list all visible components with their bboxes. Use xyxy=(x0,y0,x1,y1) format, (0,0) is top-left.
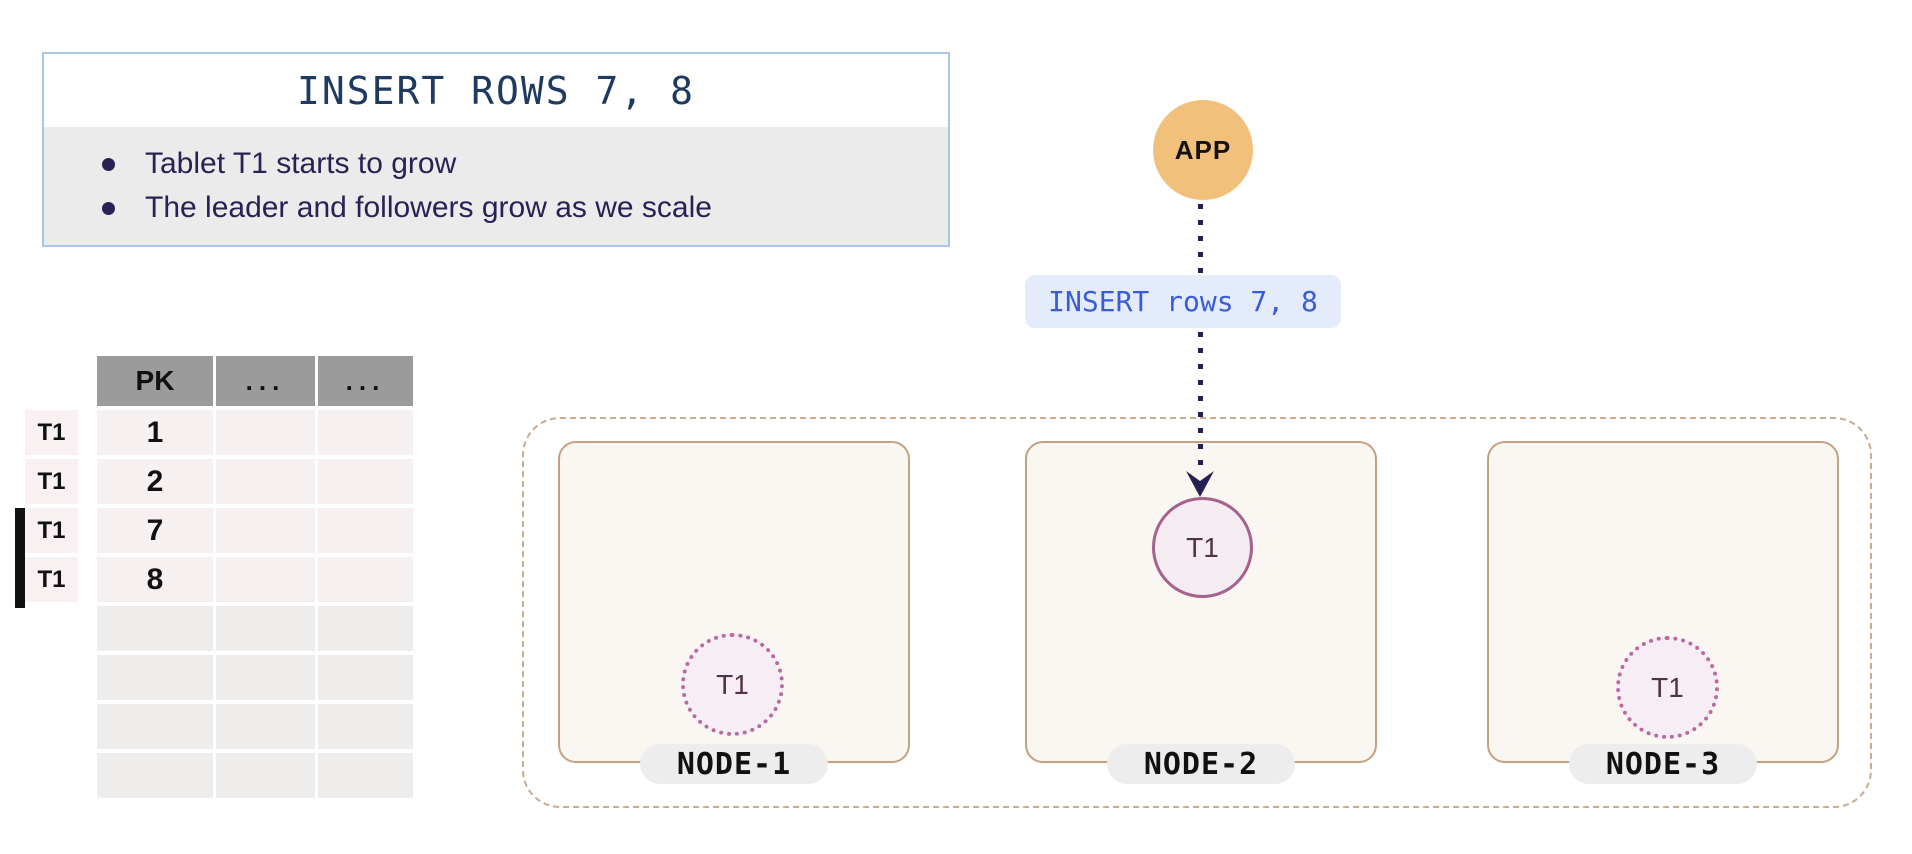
data-cell xyxy=(318,410,413,455)
insert-query-text: INSERT rows 7, 8 xyxy=(1048,285,1318,318)
header-spacer xyxy=(15,356,25,407)
tablet-label-cell: T1 xyxy=(25,410,78,455)
cluster-container xyxy=(522,417,1872,808)
bullet-text: Tablet T1 starts to grow xyxy=(145,147,457,180)
empty-cell xyxy=(216,655,315,700)
table-row-new: T1 8 xyxy=(15,557,416,608)
empty-table-row xyxy=(15,606,416,651)
empty-cell xyxy=(216,704,315,749)
dotted-arrow-line xyxy=(1198,204,1203,472)
bullet-item: The leader and followers grow as we scal… xyxy=(102,191,948,225)
tablet-label-cell: T1 xyxy=(25,557,78,602)
tablet-t1-follower-node3: T1 xyxy=(1616,636,1719,739)
empty-cell xyxy=(97,753,213,798)
header-spacer xyxy=(25,356,78,406)
bullet-dot-icon xyxy=(102,157,115,171)
table-row-new: T1 7 xyxy=(15,508,416,559)
info-box-header: INSERT ROWS 7, 8 xyxy=(44,54,948,127)
data-cell xyxy=(216,459,315,504)
empty-cell xyxy=(216,606,315,651)
insert-query-label: INSERT rows 7, 8 xyxy=(1025,275,1341,328)
pk-cell: 1 xyxy=(97,410,213,455)
tablet-label-cell: T1 xyxy=(25,459,78,504)
info-box-title: INSERT ROWS 7, 8 xyxy=(296,68,696,113)
empty-table-row xyxy=(15,655,416,700)
tablet-label: T1 xyxy=(1651,671,1684,703)
rows-table: PK ... ... T1 1 T1 2 T1 7 T1 xyxy=(15,356,416,802)
bullet-dot-icon xyxy=(102,201,115,215)
pk-cell: 7 xyxy=(97,508,213,553)
data-cell xyxy=(318,557,413,602)
empty-cell xyxy=(318,704,413,749)
column-header-pk: PK xyxy=(97,356,213,406)
tablet-label: T1 xyxy=(716,668,749,700)
empty-table-row xyxy=(15,753,416,798)
table-row: T1 1 xyxy=(15,410,416,455)
column-header-ellipsis: ... xyxy=(216,356,315,406)
new-row-marker xyxy=(15,557,25,608)
new-row-marker xyxy=(15,508,25,559)
node-3-label: NODE-3 xyxy=(1569,744,1757,784)
tablet-t1-leader-node2: T1 xyxy=(1152,497,1253,598)
empty-cell xyxy=(97,655,213,700)
info-box-body: Tablet T1 starts to grow The leader and … xyxy=(44,127,948,245)
node-1-label: NODE-1 xyxy=(640,744,828,784)
data-cell xyxy=(216,410,315,455)
empty-table-row xyxy=(15,704,416,749)
data-cell xyxy=(318,459,413,504)
arrowhead-down-icon xyxy=(1186,471,1214,497)
column-header-ellipsis: ... xyxy=(318,356,413,406)
tablet-label-cell: T1 xyxy=(25,508,78,553)
empty-cell xyxy=(216,753,315,798)
empty-cell xyxy=(97,606,213,651)
app-label: APP xyxy=(1174,134,1232,165)
table-row: T1 2 xyxy=(15,459,416,504)
empty-cell xyxy=(318,655,413,700)
new-row-marker-hidden xyxy=(15,459,25,510)
table-header-row: PK ... ... xyxy=(15,356,416,406)
data-cell xyxy=(318,508,413,553)
bullet-text: The leader and followers grow as we scal… xyxy=(145,191,712,224)
empty-cell xyxy=(318,753,413,798)
data-cell xyxy=(216,508,315,553)
pk-cell: 8 xyxy=(97,557,213,602)
new-row-marker-hidden xyxy=(15,410,25,461)
tablet-t1-follower-node1: T1 xyxy=(681,633,784,736)
bullet-item: Tablet T1 starts to grow xyxy=(102,147,948,181)
node-2-label: NODE-2 xyxy=(1107,744,1295,784)
data-cell xyxy=(216,557,315,602)
empty-cell xyxy=(97,704,213,749)
pk-cell: 2 xyxy=(97,459,213,504)
tablet-label: T1 xyxy=(1186,531,1219,563)
info-box: INSERT ROWS 7, 8 Tablet T1 starts to gro… xyxy=(42,52,950,247)
app-node: APP xyxy=(1153,100,1253,200)
empty-cell xyxy=(318,606,413,651)
